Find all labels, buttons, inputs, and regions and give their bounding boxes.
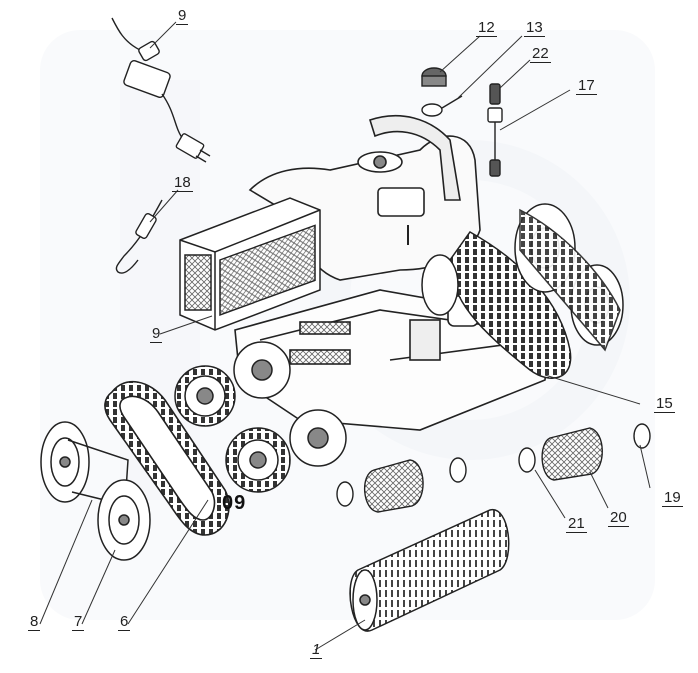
inline-mark-09: 09 <box>222 492 247 514</box>
callout-9: 9 <box>150 325 163 343</box>
cable-clip <box>115 199 163 274</box>
callout-21: 21 <box>566 515 587 533</box>
connector-cable <box>487 83 503 177</box>
filter-basket <box>179 197 321 331</box>
callout-22: 22 <box>530 45 551 63</box>
small-rollers <box>336 423 651 513</box>
callout-19: 19 <box>662 489 683 507</box>
left-track <box>104 380 230 536</box>
side-covers <box>40 421 151 561</box>
callout-20: 20 <box>608 509 629 527</box>
brush-roller <box>349 509 510 632</box>
callout-8: 8 <box>28 613 41 631</box>
callout-16: 9 <box>176 7 189 25</box>
callout-13: 13 <box>524 19 545 37</box>
right-rear-track-assembly <box>421 203 624 379</box>
callout-6: 6 <box>118 613 131 631</box>
callout-12: 12 <box>476 19 497 37</box>
callout-1: 1 <box>310 641 323 659</box>
callout-18: 18 <box>172 174 193 192</box>
power-supply-adapter <box>111 17 211 163</box>
callout-7: 7 <box>72 613 85 631</box>
left-wheels <box>174 341 347 493</box>
leader-lines <box>39 21 651 651</box>
robot-chassis <box>234 114 551 431</box>
callout-17: 17 <box>576 77 597 95</box>
callout-15: 15 <box>654 395 675 413</box>
